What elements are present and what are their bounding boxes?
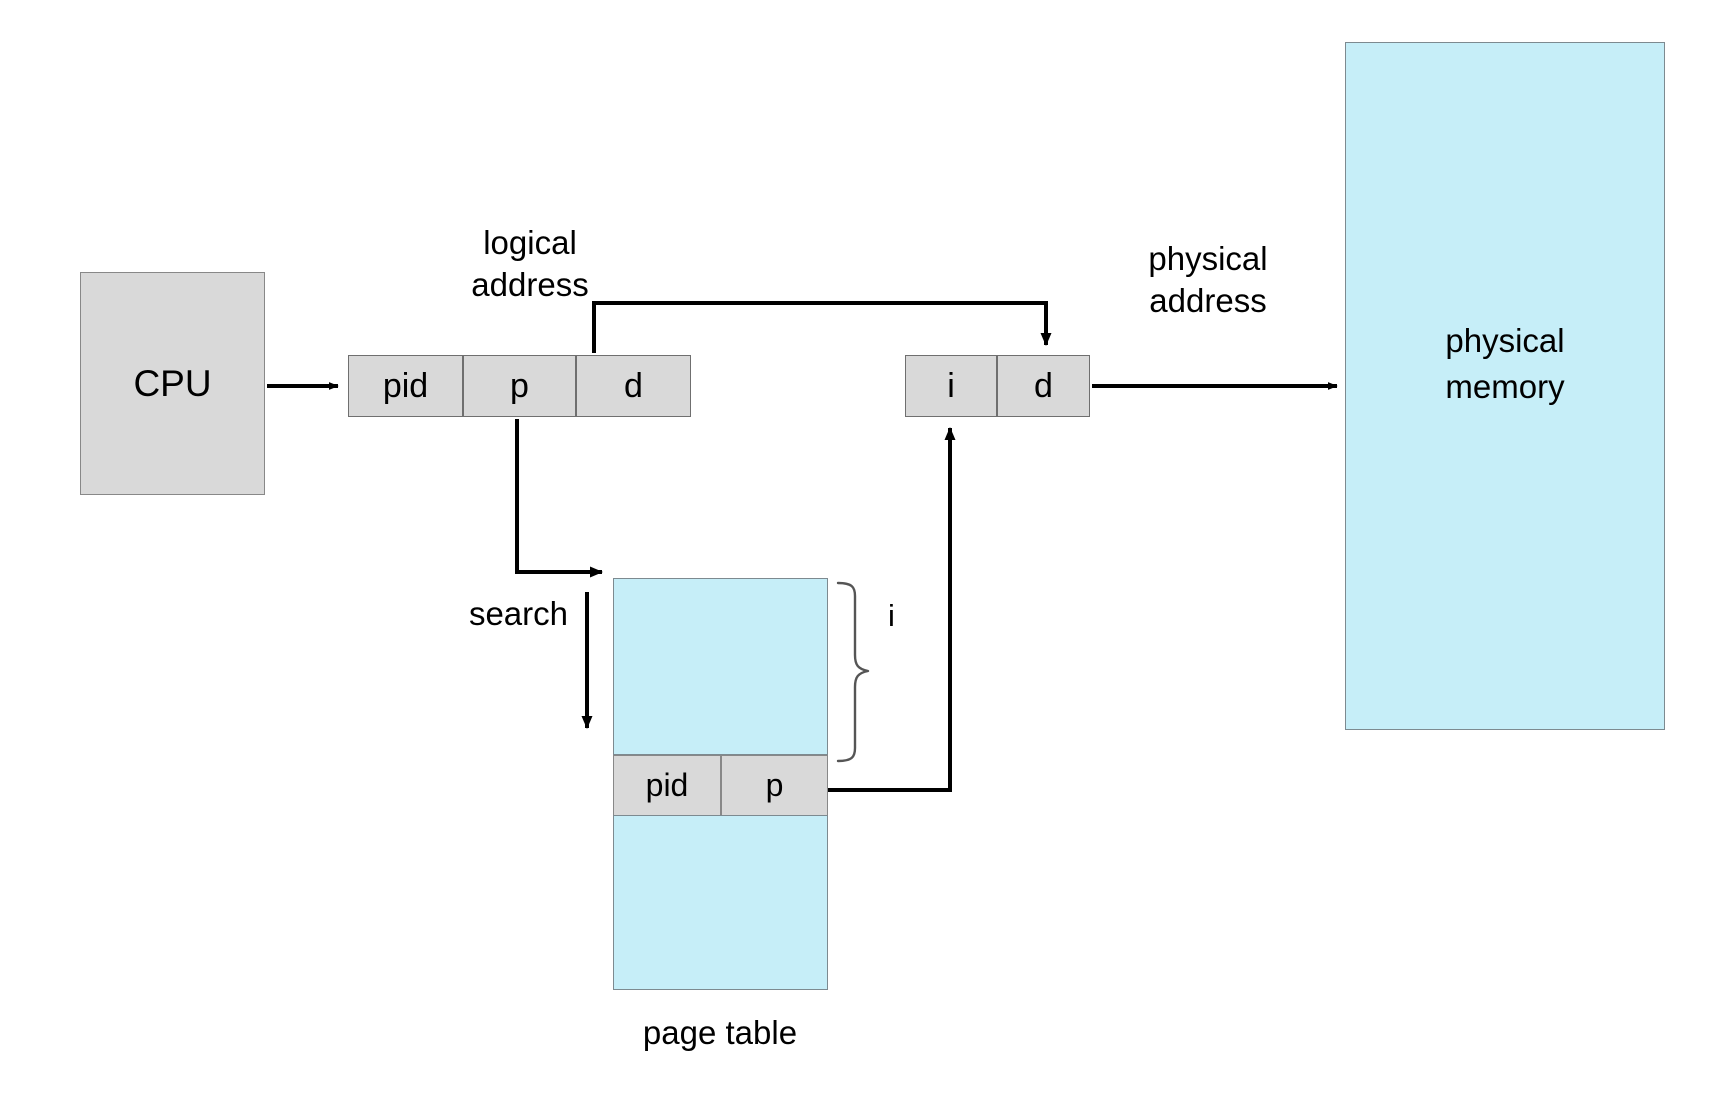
cpu-label: CPU: [133, 362, 212, 404]
logical-address-cell-pid-label: pid: [382, 366, 429, 405]
arrow-p-to-page-table: [515, 419, 603, 578]
logical-address-cell-d[interactable]: d: [576, 355, 691, 417]
physical-address-caption: physical address: [1148, 240, 1268, 320]
physical-address-cell-i[interactable]: i: [905, 355, 997, 417]
curly-brace-right-icon: [836, 581, 870, 763]
logical-address-cell-p-label: p: [510, 366, 529, 405]
search-label: search: [468, 595, 568, 632]
page-table-block-above: [613, 578, 828, 755]
logical-address-cell-d-label: d: [624, 366, 643, 405]
page-table-caption: page table: [642, 1014, 798, 1051]
physical-memory-label: physical memory: [1445, 322, 1565, 406]
physical-address-cell-d[interactable]: d: [997, 355, 1090, 417]
page-table-block-below: [613, 815, 828, 990]
physical-address-cell-i-label: i: [947, 366, 955, 405]
logical-address-cell-p[interactable]: p: [463, 355, 576, 417]
logical-address-cell-pid[interactable]: pid: [348, 355, 463, 417]
page-table-matched-cell-p-label: p: [765, 766, 784, 803]
page-table-matched-cell-pid[interactable]: pid: [613, 755, 721, 816]
logical-address-caption: logical address: [471, 224, 589, 304]
physical-memory-box[interactable]: physical memory: [1345, 42, 1665, 730]
arrow-offset-d-to-physical-d: [592, 301, 1052, 353]
page-table-matched-cell-pid-label: pid: [645, 766, 689, 803]
cpu-box[interactable]: CPU: [80, 272, 265, 495]
page-table-index-brace-label: i: [888, 598, 895, 633]
physical-address-cell-d-label: d: [1034, 366, 1053, 405]
page-table-matched-cell-p[interactable]: p: [721, 755, 828, 816]
